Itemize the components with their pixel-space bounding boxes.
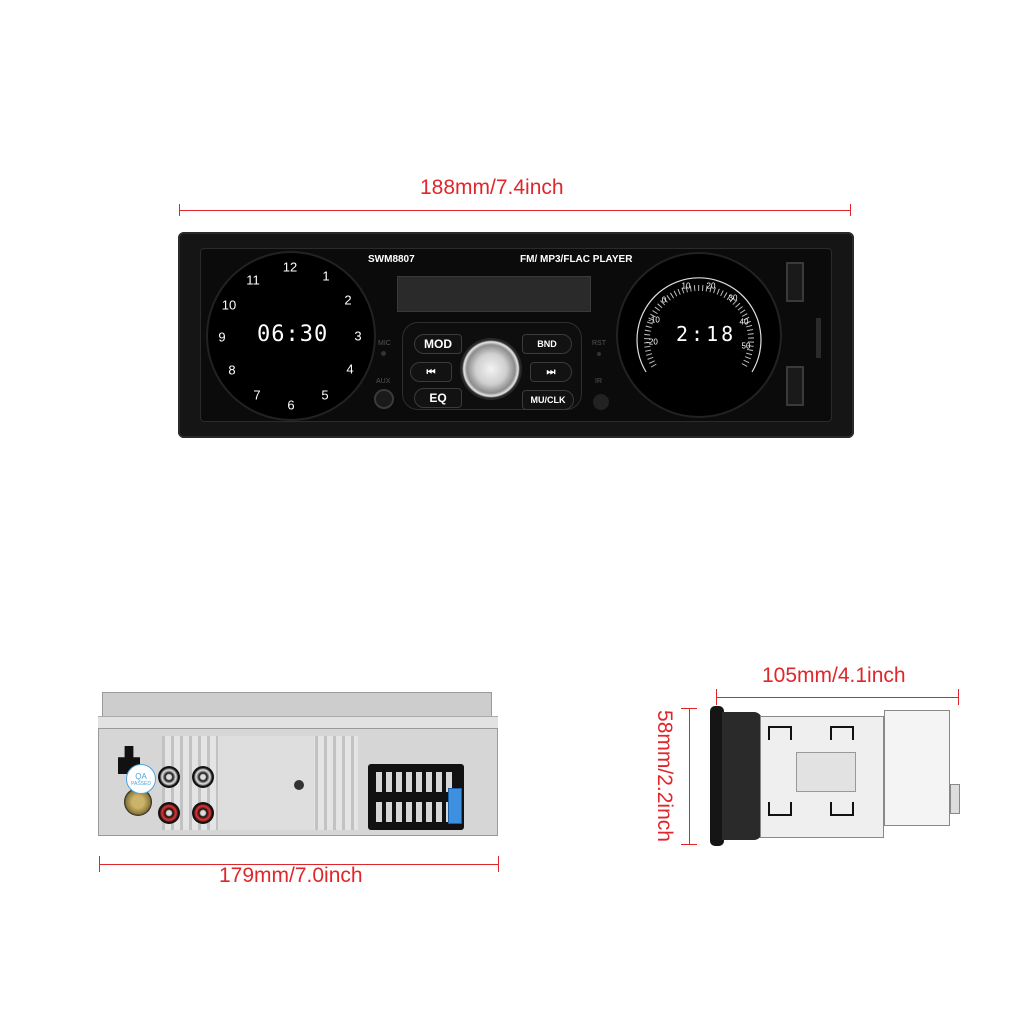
clock-number-11: 11: [246, 272, 260, 288]
aux-label: AUX: [376, 378, 391, 385]
gauge-number-m20: -20: [646, 337, 658, 347]
side-height-line: [689, 708, 690, 844]
clock-number-8: 8: [228, 362, 236, 378]
clock-number-6: 6: [287, 397, 295, 413]
rear-width-label: 179mm/7.0inch: [219, 864, 363, 887]
player-type-label: FM/ MP3/FLAC PLAYER: [520, 254, 633, 265]
card-slot[interactable]: [816, 318, 821, 358]
mod-button[interactable]: MOD: [414, 334, 462, 354]
rca-white-right: [192, 766, 214, 788]
side-depth-tick-left: [716, 689, 717, 705]
chassis-ledge: [98, 716, 498, 731]
bnd-button[interactable]: BND: [522, 334, 572, 354]
usb-port-top[interactable]: [786, 262, 804, 302]
center-screw: [294, 780, 304, 790]
clock-number-7: 7: [253, 387, 261, 403]
eq-button[interactable]: EQ: [414, 388, 462, 408]
clock-number-9: 9: [218, 329, 226, 345]
clock-number-4: 4: [346, 361, 354, 377]
gauge-number-30: 30: [728, 293, 738, 303]
side-depth-line: [716, 697, 958, 698]
side-view-unit: [706, 706, 966, 848]
side-rear-tab: [950, 784, 960, 814]
clock-time-readout: 06:30: [257, 322, 329, 347]
side-rear-box: [884, 710, 950, 826]
volume-knob[interactable]: [460, 338, 522, 400]
mic-label: MIC: [378, 340, 391, 347]
front-width-tick-right: [850, 204, 851, 216]
gauge-digital-readout: 2:18: [676, 322, 737, 346]
front-width-line: [180, 210, 850, 211]
side-height-label: 58mm/2.2inch: [653, 710, 676, 842]
gauge-number-10: 10: [681, 281, 691, 291]
rca-white-left: [158, 766, 180, 788]
fuse: [448, 788, 462, 824]
side-depth-label: 105mm/4.1inch: [762, 664, 906, 687]
gauge-number-50: 50: [741, 341, 751, 351]
front-width-label: 188mm/7.4inch: [420, 176, 564, 199]
clock-number-3: 3: [354, 328, 362, 344]
clock-number-5: 5: [321, 387, 329, 403]
gauge-number-m10: -10: [648, 315, 660, 325]
gauge-scale: [636, 277, 762, 373]
qa-sticker-text: QA: [135, 771, 147, 781]
side-clip-bottom-left: [768, 802, 792, 816]
side-trim: [722, 712, 762, 840]
side-height-tick-top: [681, 708, 697, 709]
gauge-number-20: 20: [706, 281, 716, 291]
mic-hole: [381, 351, 386, 356]
analog-clock-display: [208, 253, 374, 419]
rst-label: RST: [592, 340, 606, 347]
side-height-tick-bottom: [681, 844, 697, 845]
clock-number-10: 10: [221, 297, 237, 313]
side-depth-tick-right: [958, 689, 959, 705]
side-clip-top-right: [830, 726, 854, 740]
ir-sensor: [593, 394, 609, 410]
rca-red-right: [192, 802, 214, 824]
lcd-screen: [397, 276, 591, 312]
gauge-number-0: 0: [661, 295, 667, 305]
aux-jack[interactable]: [374, 389, 394, 409]
rear-width-tick-right: [498, 856, 499, 872]
qa-sticker: QA PASSED: [126, 764, 156, 794]
front-width-tick-left: [179, 204, 180, 216]
rear-width-tick-left: [99, 856, 100, 872]
side-clip-top-left: [768, 726, 792, 740]
rear-width-line: [100, 864, 498, 865]
reset-hole[interactable]: [597, 352, 601, 356]
side-clip-bottom-right: [830, 802, 854, 816]
side-center-tab: [796, 752, 856, 792]
model-label: SWM8807: [368, 254, 415, 265]
gauge-number-40: 40: [739, 317, 749, 327]
previous-button[interactable]: ⏮: [410, 362, 452, 382]
side-bezel: [710, 706, 724, 846]
ir-label: IR: [595, 378, 602, 385]
clock-number-2: 2: [344, 292, 352, 308]
clock-number-12: 12: [282, 259, 298, 275]
clock-number-1: 1: [322, 268, 330, 284]
qa-sticker-subtext: PASSED: [131, 780, 151, 787]
usb-port-bottom[interactable]: [786, 366, 804, 406]
mu-clk-button[interactable]: MU/CLK: [522, 390, 574, 410]
rca-red-left: [158, 802, 180, 824]
rear-view-unit: QA PASSED: [98, 692, 498, 842]
next-button[interactable]: ⏭: [530, 362, 572, 382]
